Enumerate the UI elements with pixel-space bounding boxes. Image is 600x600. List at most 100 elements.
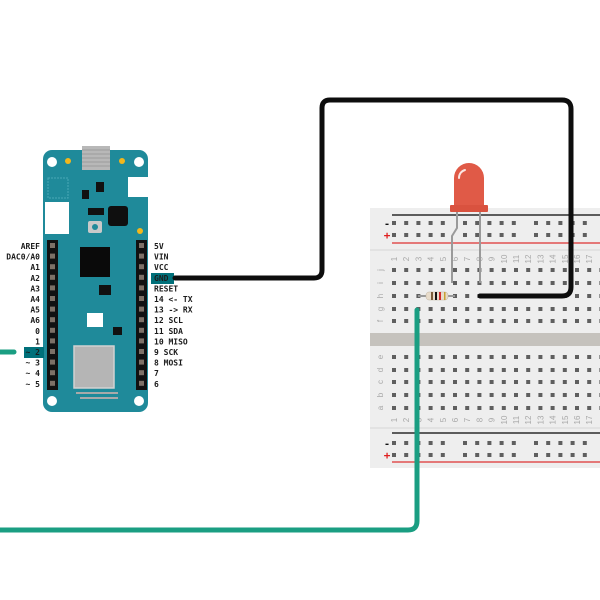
breadboard-hole[interactable] [477,368,482,372]
rail-hole[interactable] [440,441,445,445]
breadboard-hole[interactable] [404,319,409,323]
rail-hole[interactable] [463,233,467,237]
breadboard-hole[interactable] [392,307,396,311]
breadboard-hole[interactable] [514,393,518,397]
breadboard-hole[interactable] [453,355,457,359]
breadboard-hole[interactable] [453,319,457,323]
breadboard-hole[interactable] [489,281,494,285]
signal-wire[interactable] [0,307,420,533]
rail-hole[interactable] [582,233,587,237]
breadboard-hole[interactable] [465,281,470,285]
breadboard-hole[interactable] [526,406,531,410]
breadboard-hole[interactable] [465,393,470,397]
rail-hole[interactable] [416,233,421,237]
breadboard-hole[interactable] [587,281,592,285]
breadboard-hole[interactable] [428,406,433,410]
breadboard-hole[interactable] [562,355,567,359]
breadboard-hole[interactable] [562,319,567,323]
breadboard-hole[interactable] [404,355,409,359]
rail-hole[interactable] [487,453,492,457]
breadboard-hole[interactable] [587,406,592,410]
breadboard-hole[interactable] [392,294,396,298]
breadboard-hole[interactable] [514,319,518,323]
breadboard-hole[interactable] [465,406,470,410]
breadboard-hole[interactable] [477,393,482,397]
breadboard-hole[interactable] [538,355,543,359]
rail-hole[interactable] [558,233,563,237]
rail-hole[interactable] [404,221,409,225]
breadboard-hole[interactable] [501,307,506,311]
breadboard-hole[interactable] [501,319,506,323]
breadboard-hole[interactable] [428,355,433,359]
breadboard-hole[interactable] [587,393,592,397]
breadboard-hole[interactable] [416,268,421,272]
rail-hole[interactable] [404,233,409,237]
breadboard-hole[interactable] [404,268,409,272]
rail-hole[interactable] [534,453,538,457]
breadboard-hole[interactable] [575,307,579,311]
breadboard-hole[interactable] [404,368,409,372]
breadboard-hole[interactable] [587,368,592,372]
breadboard-hole[interactable] [575,268,579,272]
rail-hole[interactable] [440,453,445,457]
breadboard-hole[interactable] [538,368,543,372]
rail-hole[interactable] [475,453,480,457]
rail-hole[interactable] [428,233,433,237]
breadboard-hole[interactable] [489,268,494,272]
breadboard-hole[interactable] [538,307,543,311]
breadboard-hole[interactable] [587,355,592,359]
rail-hole[interactable] [487,233,492,237]
breadboard-hole[interactable] [550,281,555,285]
breadboard-hole[interactable] [575,294,579,298]
rail-hole[interactable] [499,233,504,237]
breadboard-hole[interactable] [526,393,531,397]
breadboard-hole[interactable] [575,393,579,397]
breadboard-hole[interactable] [440,281,445,285]
breadboard-hole[interactable] [587,268,592,272]
breadboard-hole[interactable] [538,380,543,384]
breadboard-hole[interactable] [562,406,567,410]
rail-hole[interactable] [487,221,492,225]
rail-hole[interactable] [499,453,504,457]
rail-hole[interactable] [392,453,396,457]
rail-hole[interactable] [475,221,480,225]
rail-hole[interactable] [463,453,467,457]
rail-hole[interactable] [570,441,575,445]
breadboard-hole[interactable] [562,393,567,397]
breadboard-hole[interactable] [428,307,433,311]
breadboard-hole[interactable] [453,368,457,372]
breadboard-hole[interactable] [392,281,396,285]
breadboard-hole[interactable] [465,368,470,372]
breadboard-hole[interactable] [550,380,555,384]
breadboard-hole[interactable] [477,355,482,359]
rail-hole[interactable] [440,233,445,237]
rail-hole[interactable] [463,221,467,225]
breadboard-hole[interactable] [562,368,567,372]
breadboard-hole[interactable] [550,368,555,372]
breadboard-hole[interactable] [526,281,531,285]
breadboard-hole[interactable] [392,319,396,323]
breadboard-hole[interactable] [428,393,433,397]
gnd-wire[interactable] [172,97,574,299]
breadboard-hole[interactable] [453,307,457,311]
breadboard-hole[interactable] [440,368,445,372]
breadboard-hole[interactable] [453,393,457,397]
breadboard-hole[interactable] [575,380,579,384]
breadboard-hole[interactable] [562,268,567,272]
breadboard-hole[interactable] [489,368,494,372]
breadboard-hole[interactable] [404,281,409,285]
breadboard-hole[interactable] [392,355,396,359]
breadboard-hole[interactable] [514,281,518,285]
rail-hole[interactable] [534,441,538,445]
breadboard-hole[interactable] [465,319,470,323]
breadboard-hole[interactable] [587,307,592,311]
breadboard-hole[interactable] [538,393,543,397]
rail-hole[interactable] [404,441,409,445]
breadboard-hole[interactable] [575,319,579,323]
breadboard-hole[interactable] [404,307,409,311]
breadboard-hole[interactable] [501,355,506,359]
rail-hole[interactable] [404,453,409,457]
rail-hole[interactable] [428,453,433,457]
breadboard-hole[interactable] [514,368,518,372]
breadboard-hole[interactable] [477,319,482,323]
